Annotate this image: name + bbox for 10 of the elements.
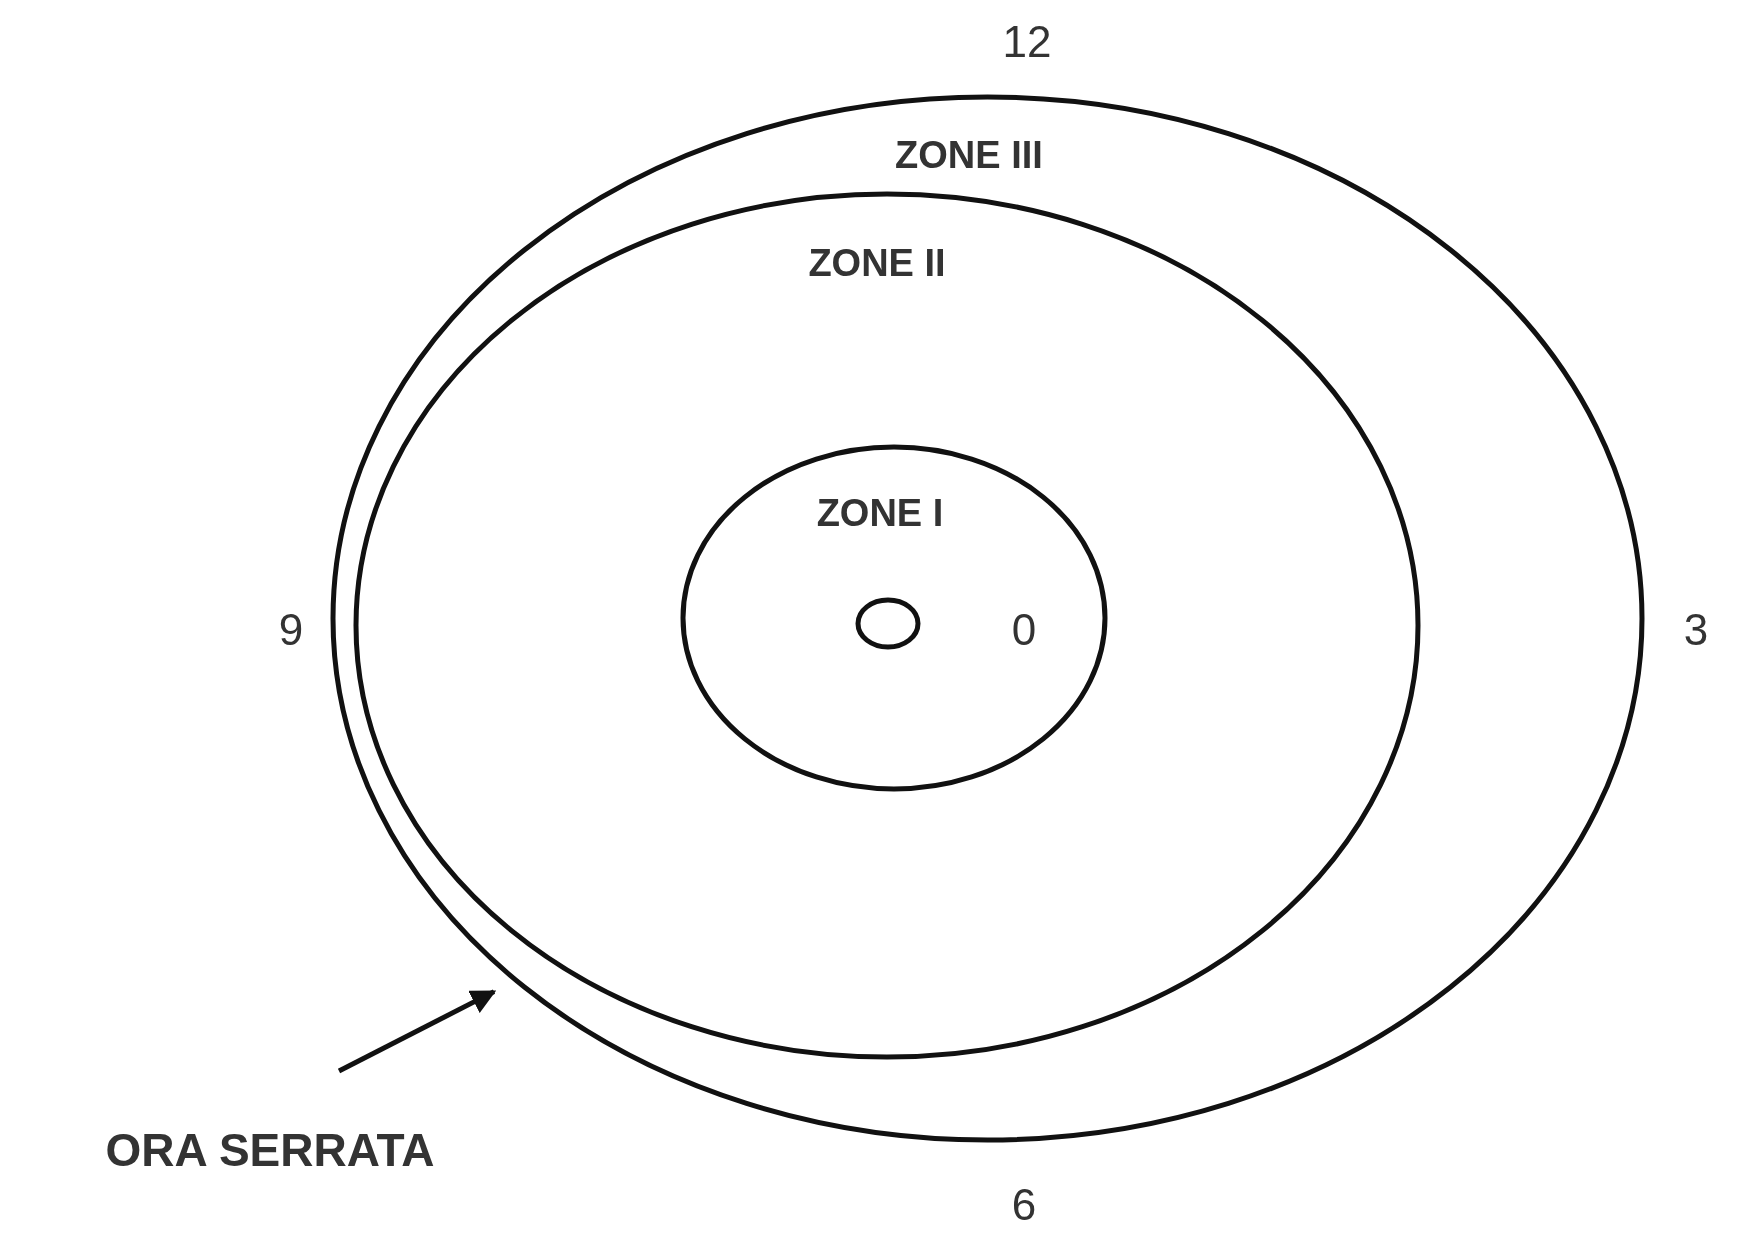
clock-hour-number: 3 [1683,608,1709,652]
zone-label: ZONE II [808,244,946,282]
clock-hour-number: 12 [1002,20,1052,64]
clock-hour-number: 0 [1011,608,1037,652]
zone-label: ZONE III [895,136,1043,174]
clock-hour-number: 6 [1011,1183,1037,1227]
arrow [337,989,497,1074]
callout-label: ORA SERRATA [105,1127,435,1173]
zone-label: ZONE I [816,494,944,532]
clock-hour-number: 9 [278,608,304,652]
